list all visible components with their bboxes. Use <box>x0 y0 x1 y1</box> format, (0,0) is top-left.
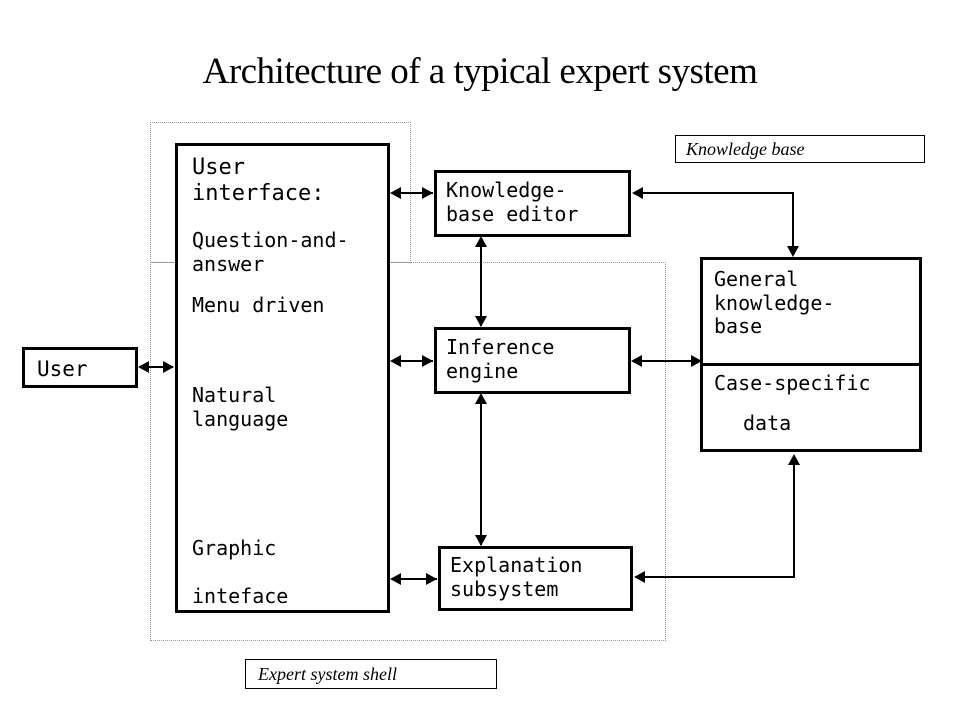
box-knowledge-base[interactable]: General knowledge- base Case-specific da… <box>700 257 922 452</box>
user-interface-option-question-answer: Question-and- answer <box>192 228 349 276</box>
connector-interface-to-inference-line <box>392 360 433 362</box>
box-user-label: User <box>37 357 88 381</box>
box-user-interface[interactable]: User interface: Question-and- answer Men… <box>175 143 390 613</box>
connector-interface-to-explanation-line <box>392 578 437 580</box>
connector-inference-to-knowledge-base-arrow-right <box>691 355 702 367</box>
knowledge-base-data-label: data <box>743 411 792 435</box>
connector-interface-to-kb-editor-arrow-left <box>390 187 401 199</box>
knowledge-base-case-specific-label: Case-specific <box>714 371 871 395</box>
connector-interface-to-inference-arrow-right <box>422 355 433 367</box>
box-knowledge-base-editor-label: Knowledge- base editor <box>446 178 579 226</box>
box-explanation-subsystem-label: Explanation subsystem <box>450 553 583 601</box>
connector-kb-editor-to-general-kb-vline <box>792 192 794 247</box>
caption-knowledge-base-label: Knowledge base <box>686 138 805 159</box>
connector-interface-to-explanation-arrow-right <box>426 573 437 585</box>
caption-knowledge-base: Knowledge base <box>675 135 925 163</box>
connector-inference-to-explanation-arrow-down <box>475 535 487 546</box>
connector-kb-editor-to-inference-arrow-up <box>475 236 487 247</box>
connector-explanation-to-case-data-vline <box>793 464 795 577</box>
connector-explanation-to-case-data-hline <box>645 576 795 578</box>
connector-inference-to-explanation-arrow-up <box>475 393 487 404</box>
shell-region-lower <box>150 262 666 641</box>
connector-user-to-interface-arrow-right <box>163 361 174 373</box>
connector-kb-editor-to-inference-arrow-down <box>475 316 487 327</box>
connector-kb-editor-to-general-kb-arrow-down <box>787 246 799 257</box>
user-interface-heading: User interface: <box>192 155 325 207</box>
caption-expert-system-shell: Expert system shell <box>245 659 497 689</box>
caption-expert-system-shell-label: Expert system shell <box>258 663 397 684</box>
connector-kb-editor-to-general-kb-arrow-left <box>632 187 643 199</box>
user-interface-option-natural-language: Natural language <box>192 383 289 431</box>
connector-interface-to-inference-arrow-left <box>390 355 401 367</box>
box-inference-engine-label: Inference engine <box>446 335 555 383</box>
connector-explanation-to-case-data-arrow-up <box>788 454 800 465</box>
connector-kb-editor-to-general-kb-hline <box>643 192 794 194</box>
connector-interface-to-explanation-arrow-left <box>390 573 401 585</box>
connector-user-to-interface-line <box>141 366 173 368</box>
box-explanation-subsystem[interactable]: Explanation subsystem <box>438 546 633 611</box>
connector-inference-to-knowledge-base-line <box>633 360 702 362</box>
connector-kb-editor-to-inference-line <box>480 239 482 326</box>
box-user[interactable]: User <box>22 347 138 388</box>
knowledge-base-general-label: General knowledge- base <box>714 267 835 339</box>
connector-user-to-interface-arrow-left <box>138 361 149 373</box>
connector-inference-to-explanation-line <box>480 396 482 545</box>
connector-interface-to-kb-editor-arrow-right <box>422 187 433 199</box>
box-inference-engine[interactable]: Inference engine <box>434 327 631 394</box>
connector-inference-to-knowledge-base-arrow-left <box>631 355 642 367</box>
knowledge-base-divider <box>703 363 919 366</box>
box-knowledge-base-editor[interactable]: Knowledge- base editor <box>434 170 631 237</box>
user-interface-option-menu-driven: Menu driven <box>192 293 325 317</box>
user-interface-option-graphic-interface: Graphic inteface <box>192 536 289 608</box>
connector-explanation-to-case-data-arrow-left <box>634 571 645 583</box>
connector-interface-to-kb-editor-line <box>392 192 433 194</box>
page-title: Architecture of a typical expert system <box>202 51 758 92</box>
